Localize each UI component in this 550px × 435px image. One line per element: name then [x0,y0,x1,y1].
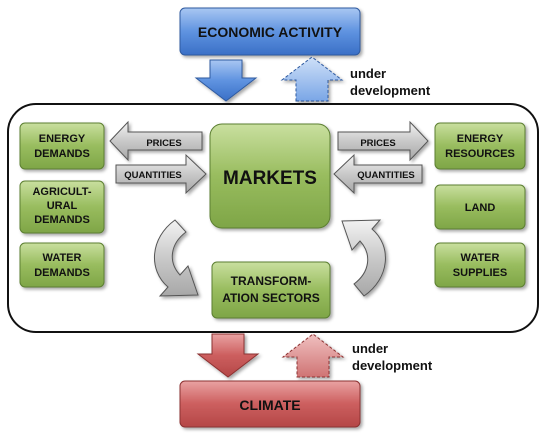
down-arrow-blue [194,59,258,102]
water-supplies-box: WATER SUPPLIES [434,242,526,288]
right-cycle-arrow [341,219,386,297]
bottom-note-line1: under [352,341,388,356]
left-cycle-arrow [154,219,199,297]
agri-line1: AGRICULT- [32,186,91,198]
transformation-line1: TRANSFORM- [231,274,312,288]
energy-resources-line2: RESOURCES [445,148,515,160]
energy-demands-box: ENERGY DEMANDS [19,122,105,170]
energy-demands-line1: ENERGY [39,133,86,145]
water-demands-box: WATER DEMANDS [19,242,105,288]
bottom-note-line2: development [352,358,433,373]
left-prices-label: PRICES [146,138,181,149]
water-supplies-line1: WATER [461,252,500,264]
right-quantities-label: QUANTITIES [357,170,415,181]
transformation-line2: ATION SECTORS [222,291,320,305]
right-quantities-arrow: QUANTITIES [333,153,423,195]
transformation-sectors-box: TRANSFORM- ATION SECTORS [211,261,331,319]
water-supplies-line2: SUPPLIES [453,267,507,279]
markets-box: MARKETS [209,123,331,229]
climate-label: CLIMATE [239,397,300,413]
water-demands-line1: WATER [43,252,82,264]
top-note-line1: under [350,66,386,81]
water-demands-line2: DEMANDS [34,267,90,279]
left-quantities-arrow: QUANTITIES [115,153,207,195]
economic-activity-label: ECONOMIC ACTIVITY [198,24,343,40]
right-prices-label: PRICES [360,138,395,149]
up-arrow-blue-dashed [280,56,344,102]
economic-activity-box: ECONOMIC ACTIVITY [179,7,361,56]
markets-label: MARKETS [223,168,317,189]
agricultural-demands-box: AGRICULT- URAL DEMANDS [19,180,105,234]
top-note-line2: development [350,83,431,98]
left-prices-arrow: PRICES [109,120,203,162]
agri-line3: DEMANDS [34,214,90,226]
energy-demands-line2: DEMANDS [34,148,90,160]
down-arrow-red [196,333,260,378]
energy-resources-box: ENERGY RESOURCES [434,122,526,170]
climate-box: CLIMATE [179,380,361,428]
energy-resources-line1: ENERGY [457,133,504,145]
land-label: LAND [465,202,496,214]
left-quantities-label: QUANTITIES [124,170,182,181]
right-prices-arrow: PRICES [337,120,429,162]
land-box: LAND [434,184,526,230]
agri-line2: URAL [47,200,78,212]
up-arrow-red-dashed [281,333,345,378]
